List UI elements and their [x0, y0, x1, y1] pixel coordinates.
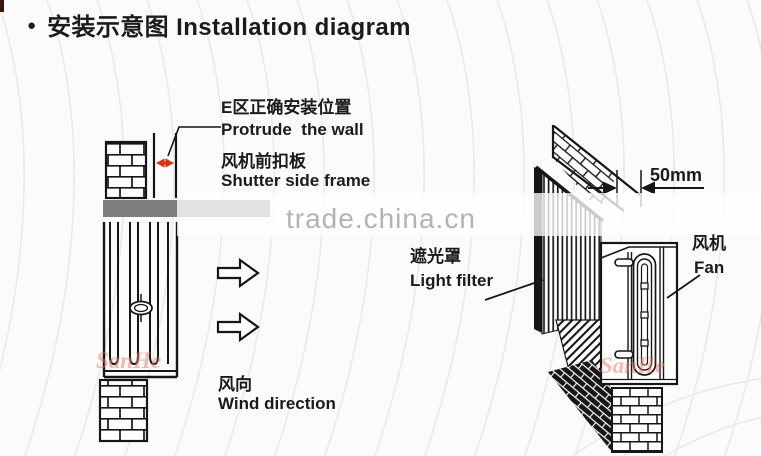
label-shutter-zh: 风机前扣板 — [221, 151, 307, 171]
protrusion-arrow-icon — [156, 158, 174, 168]
shutter-handle — [129, 300, 153, 316]
label-wind-zh: 风向 — [218, 374, 252, 394]
title-bullet-icon: ● — [27, 17, 37, 34]
page-title-row: ● 安装示意图 Installation diagram — [27, 7, 411, 42]
label-wind-en: Wind direction — [218, 394, 336, 413]
label-fan-en: Fan — [694, 258, 724, 277]
label-filter-en: Light filter — [410, 271, 493, 290]
label-fan-zh: 风机 — [692, 233, 726, 253]
right-wall-lower-front — [611, 387, 663, 453]
page-title: 安装示意图 Installation diagram — [47, 14, 411, 41]
protrude-leader-line — [167, 126, 221, 157]
corner-artifact — [0, 0, 4, 12]
shutter-box — [102, 222, 179, 379]
watermark-brand-right: SanHe — [600, 353, 665, 378]
watermark-site-text: trade.china.cn — [286, 203, 476, 234]
filter-leader-line — [484, 279, 544, 301]
label-dimension-50mm: 50mm — [650, 165, 702, 185]
watermark-band — [177, 193, 761, 236]
wind-arrow-icon — [216, 257, 260, 289]
watermark-brand-left: SanHe — [96, 348, 161, 373]
label-filter-zh: 遮光罩 — [410, 246, 461, 266]
left-wall-lower — [98, 378, 149, 443]
left-wall-upper — [104, 140, 148, 200]
fan-leader-line — [666, 274, 701, 299]
wind-arrow-icon — [216, 311, 260, 343]
label-shutter-en: Shutter side frame — [221, 171, 370, 190]
fan-box — [599, 241, 679, 386]
label-protrude-en: Protrude the wall — [221, 120, 364, 139]
shutter-side-frame-lines — [152, 133, 178, 198]
diagram-labels: E区正确安装位置 Protrude the wall 风机前扣板 Shutter… — [218, 97, 726, 413]
label-protrude-zh: E区正确安装位置 — [221, 97, 351, 117]
